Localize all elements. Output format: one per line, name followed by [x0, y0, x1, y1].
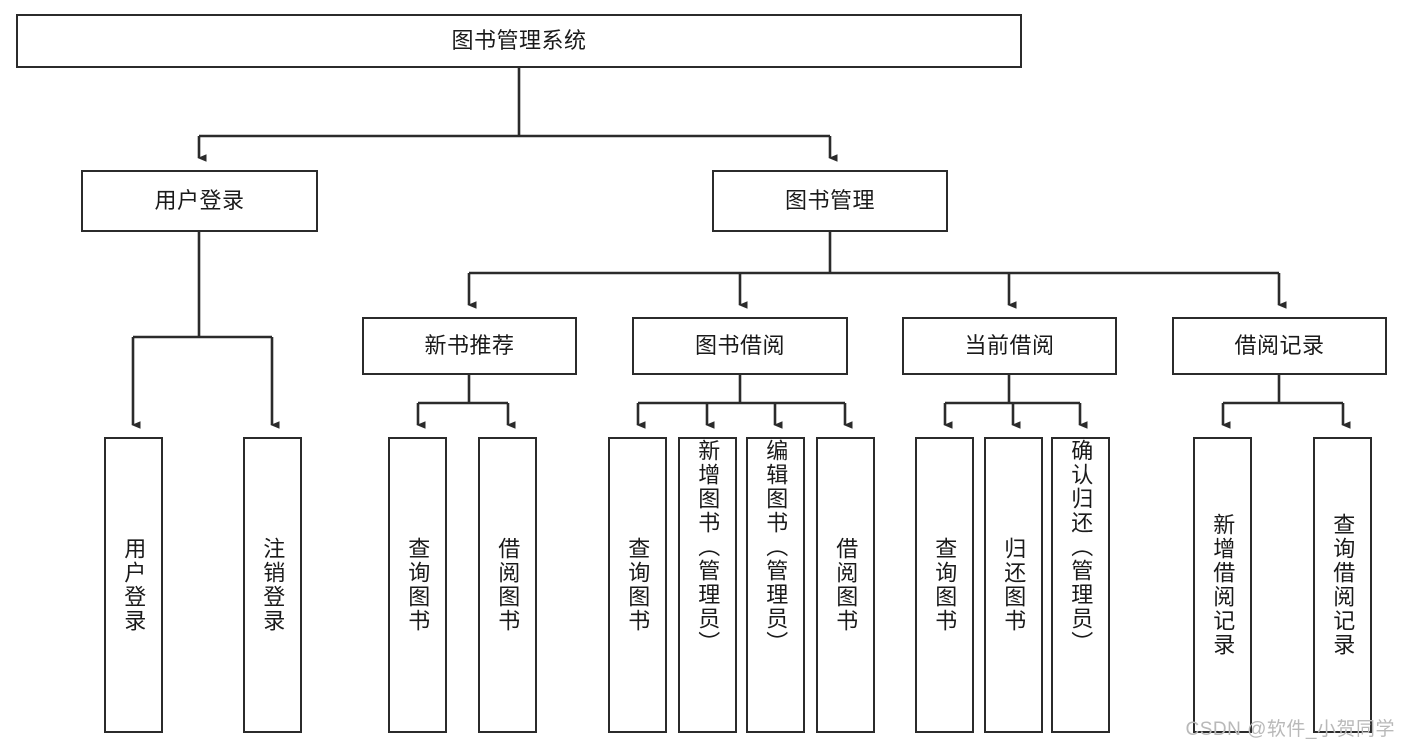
leaf-add-borrow-record[interactable]: 新增借阅记录: [1193, 437, 1252, 733]
leaf-add-book-admin[interactable]: 新增图书（管理员）: [678, 437, 737, 733]
node-label: 查询图书: [625, 537, 651, 633]
node-label: 借阅记录: [1234, 332, 1325, 358]
node-label: 图书管理系统: [451, 27, 587, 53]
node-label: 新书推荐: [424, 332, 515, 358]
node-label: 确认归还（管理员）: [1068, 439, 1094, 655]
leaf-edit-book-admin[interactable]: 编辑图书（管理员）: [746, 437, 805, 733]
node-label: 当前借阅: [964, 332, 1055, 358]
node-label: 查询借阅记录: [1330, 513, 1356, 657]
leaf-confirm-return-admin[interactable]: 确认归还（管理员）: [1051, 437, 1110, 733]
node-label: 归还图书: [1001, 537, 1027, 633]
node-label: 新增借阅记录: [1210, 513, 1236, 657]
leaf-query-book-current[interactable]: 查询图书: [915, 437, 974, 733]
node-current-borrow[interactable]: 当前借阅: [902, 317, 1117, 375]
leaf-borrow-book[interactable]: 借阅图书: [816, 437, 875, 733]
node-label: 借阅图书: [833, 537, 859, 633]
node-label: 用户登录: [154, 187, 245, 213]
node-label: 新增图书（管理员）: [695, 439, 721, 655]
leaf-logout[interactable]: 注销登录: [243, 437, 302, 733]
leaf-query-book-borrow[interactable]: 查询图书: [608, 437, 667, 733]
node-label: 查询图书: [405, 537, 431, 633]
node-book-management[interactable]: 图书管理: [712, 170, 948, 232]
node-book-borrow[interactable]: 图书借阅: [632, 317, 848, 375]
leaf-borrow-book-recommend[interactable]: 借阅图书: [478, 437, 537, 733]
node-user-login[interactable]: 用户登录: [81, 170, 318, 232]
leaf-return-book[interactable]: 归还图书: [984, 437, 1043, 733]
node-label: 借阅图书: [495, 537, 521, 633]
leaf-query-book-recommend[interactable]: 查询图书: [388, 437, 447, 733]
node-root-book-management-system[interactable]: 图书管理系统: [16, 14, 1022, 68]
node-label: 图书借阅: [694, 332, 785, 358]
leaf-user-login[interactable]: 用户登录: [104, 437, 163, 733]
node-label: 编辑图书（管理员）: [763, 439, 789, 655]
node-label: 图书管理: [784, 187, 875, 213]
leaf-query-borrow-record[interactable]: 查询借阅记录: [1313, 437, 1372, 733]
node-new-book-recommend[interactable]: 新书推荐: [362, 317, 577, 375]
node-borrow-record[interactable]: 借阅记录: [1172, 317, 1387, 375]
node-label: 查询图书: [932, 537, 958, 633]
node-label: 注销登录: [260, 537, 286, 633]
node-label: 用户登录: [121, 537, 147, 633]
